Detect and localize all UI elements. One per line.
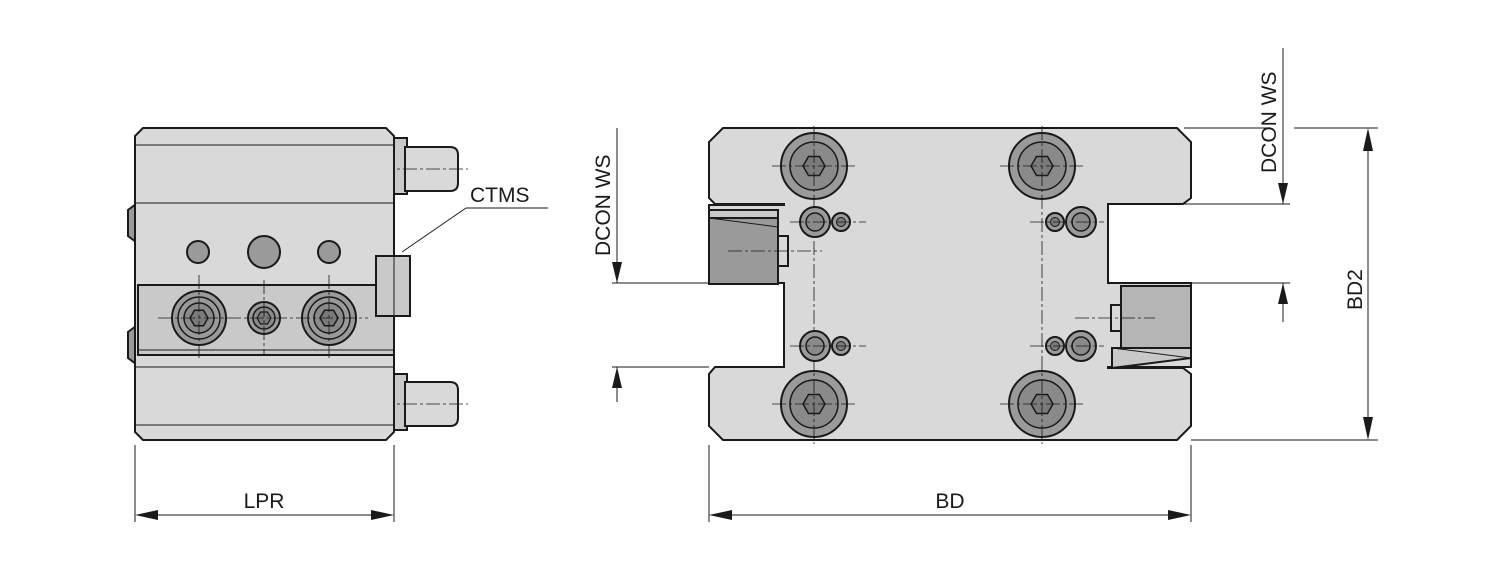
- right-jaw: [1075, 285, 1192, 370]
- lpr-label: LPR: [244, 490, 285, 513]
- bd-label: BD: [935, 490, 964, 513]
- hole-small-left: [186, 240, 210, 264]
- bd2-label: BD2: [1344, 269, 1367, 310]
- front-view: DCON WS DCON WS BD2 BD: [592, 48, 1378, 522]
- bottom-pin: [380, 373, 468, 431]
- dcon-ws-label-left: DCON WS: [592, 155, 615, 257]
- ctms-label: CTMS: [470, 184, 530, 207]
- side-view: CTMS LPR: [127, 127, 548, 522]
- dcon-ws-label-right: DCON WS: [1258, 72, 1281, 174]
- hole-small-right: [317, 240, 341, 264]
- top-pin: [380, 137, 468, 195]
- ctms-block: [375, 255, 411, 317]
- left-jaw: [708, 209, 822, 285]
- hole-large: [247, 235, 281, 269]
